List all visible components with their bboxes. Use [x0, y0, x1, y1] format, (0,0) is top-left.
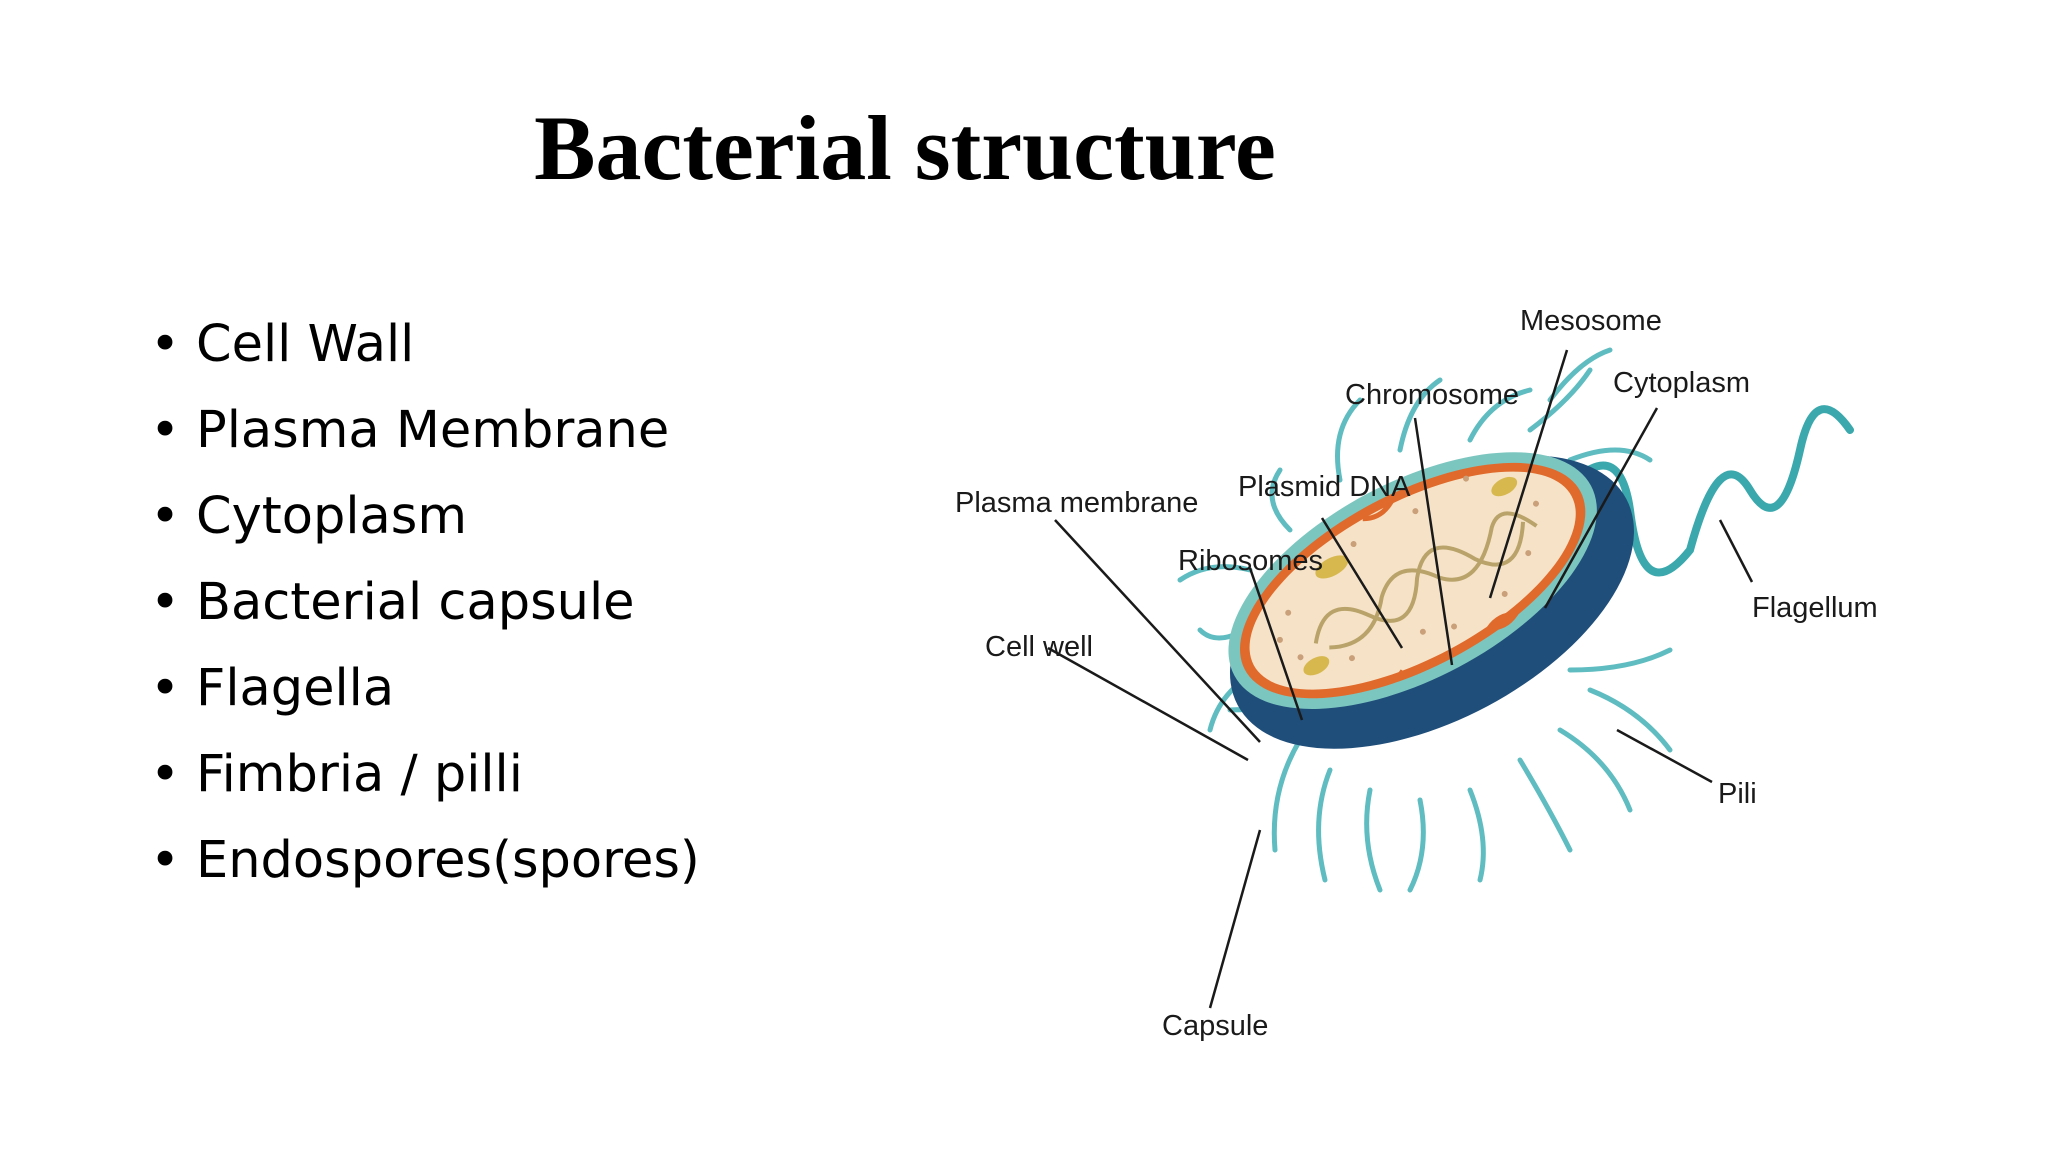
bullet-text: Plasma Membrane	[196, 401, 670, 460]
label-plasma-membrane: Plasma membrane	[955, 487, 1198, 519]
bullet-item: • Bacterial capsule	[150, 566, 700, 652]
bullet-text: Cell Wall	[196, 315, 415, 374]
bullet-list: • Cell Wall • Plasma Membrane • Cytoplasm •…	[150, 308, 700, 910]
bullet-text: Fimbria / pilli	[196, 745, 523, 804]
mesosome	[1486, 611, 1521, 631]
plasmid-dna	[1491, 476, 1518, 497]
bullet-item: • Cytoplasm	[150, 480, 700, 566]
label-mesosome: Mesosome	[1520, 305, 1662, 337]
label-plasmid-dna: Plasmid DNA	[1238, 471, 1411, 503]
plasmid-dna	[1303, 656, 1330, 676]
label-ribosomes: Ribosomes	[1178, 545, 1323, 577]
leader-lines	[1047, 349, 1754, 1009]
bullet-item: • Fimbria / pilli	[150, 738, 700, 824]
bullet-text: Bacterial capsule	[196, 573, 635, 632]
slide-title: Bacterial structure	[534, 97, 1276, 199]
bullet-item: • Cell Wall	[150, 308, 700, 394]
bullet-dot: •	[150, 831, 181, 890]
mesosome	[1381, 669, 1405, 685]
label-chromosome: Chromosome	[1345, 379, 1519, 411]
flagellum	[1571, 405, 1854, 577]
label-capsule: Capsule	[1162, 1010, 1268, 1042]
label-pili: Pili	[1718, 778, 1757, 810]
label-cytoplasm: Cytoplasm	[1613, 367, 1750, 399]
bullet-item: • Plasma Membrane	[150, 394, 700, 480]
mesosome	[1360, 502, 1394, 522]
bullet-text: Cytoplasm	[196, 487, 468, 546]
bacterium-diagram: Mesosome Chromosome Cytoplasm Plasma mem…	[955, 305, 1878, 1042]
bullet-item: • Flagella	[150, 652, 700, 738]
bullet-text: Endospores(spores)	[196, 831, 700, 890]
bullet-text: Flagella	[196, 659, 395, 718]
plasmid-dna	[1315, 555, 1349, 579]
bullet-dot: •	[150, 659, 181, 718]
label-flagellum: Flagellum	[1752, 592, 1878, 624]
bullet-dot: •	[150, 573, 181, 632]
bullet-item: • Endospores(spores)	[150, 824, 700, 910]
bullet-dot: •	[150, 487, 181, 546]
bullet-dot: •	[150, 745, 181, 804]
label-cell-well: Cell well	[985, 631, 1093, 663]
ribosomes	[1276, 475, 1539, 662]
bullet-dot: •	[150, 315, 181, 374]
bullet-dot: •	[150, 401, 181, 460]
